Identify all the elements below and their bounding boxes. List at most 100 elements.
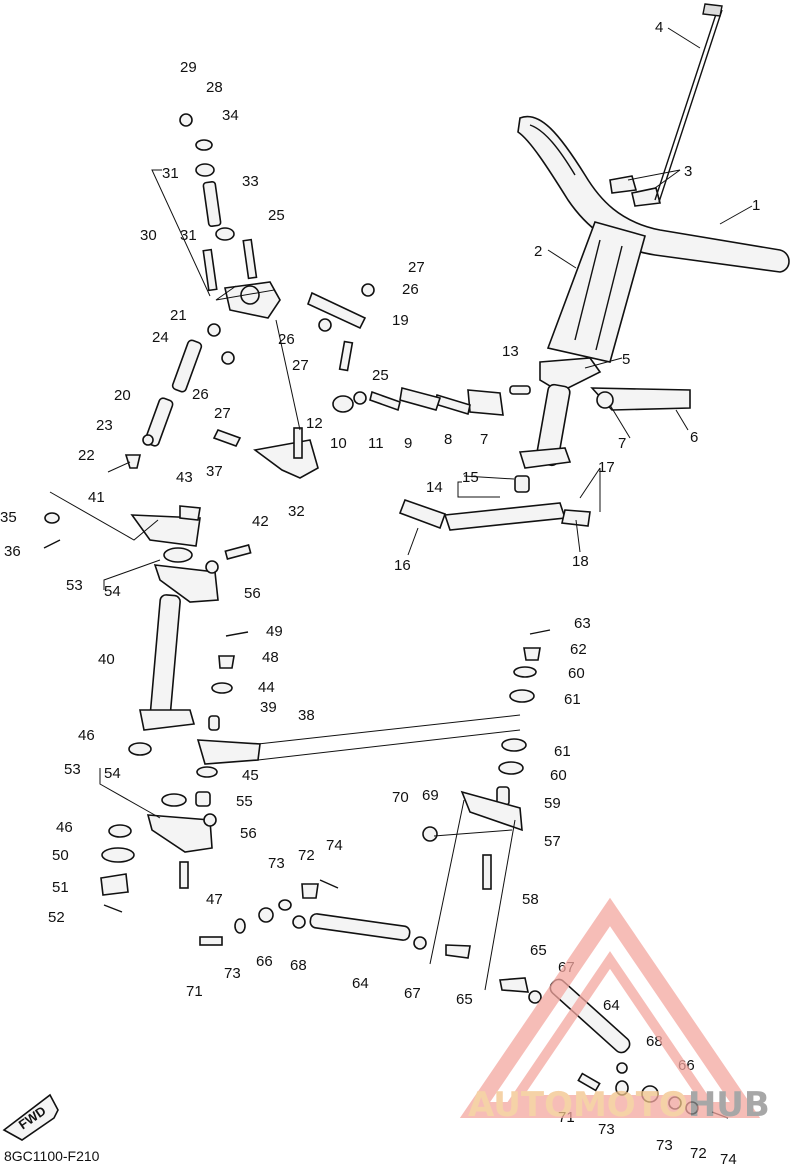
callout-30: 30 bbox=[140, 227, 157, 244]
callout-44: 44 bbox=[258, 679, 275, 696]
callout-8: 8 bbox=[444, 431, 452, 448]
callout-46a: 46 bbox=[78, 727, 95, 744]
callout-5: 5 bbox=[622, 351, 630, 368]
callout-68a: 68 bbox=[290, 957, 307, 974]
callout-2: 2 bbox=[534, 243, 542, 260]
callout-28: 28 bbox=[206, 79, 223, 96]
callout-73a: 73 bbox=[268, 855, 285, 872]
callout-16: 16 bbox=[394, 557, 411, 574]
callout-73d: 73 bbox=[656, 1137, 673, 1154]
callout-38: 38 bbox=[298, 707, 315, 724]
callout-45: 45 bbox=[242, 767, 259, 784]
callout-65b: 65 bbox=[530, 942, 547, 959]
callout-42: 42 bbox=[252, 513, 269, 530]
callout-34: 34 bbox=[222, 107, 239, 124]
callout-60b: 60 bbox=[550, 767, 567, 784]
callout-12: 12 bbox=[306, 415, 323, 432]
long-bolt bbox=[654, 3, 723, 203]
callout-56a: 56 bbox=[244, 585, 261, 602]
callout-13: 13 bbox=[502, 343, 519, 360]
bracket-6 bbox=[590, 387, 691, 411]
callout-56b: 56 bbox=[240, 825, 257, 842]
callout-52: 52 bbox=[48, 909, 65, 926]
callout-61b: 61 bbox=[554, 743, 571, 760]
callout-65a: 65 bbox=[456, 991, 473, 1008]
steering-arm-41 bbox=[130, 505, 252, 603]
holder-7 bbox=[467, 389, 504, 416]
watermark-word-2: HUB bbox=[688, 1085, 770, 1125]
watermark-logo: AUTOMOTOHUB bbox=[459, 897, 770, 1125]
callout-10: 10 bbox=[330, 435, 347, 452]
callout-54a: 54 bbox=[104, 583, 121, 600]
callout-66a: 66 bbox=[256, 953, 273, 970]
callout-36: 36 bbox=[4, 543, 21, 560]
callout-55: 55 bbox=[236, 793, 253, 810]
callout-25b: 25 bbox=[372, 367, 389, 384]
callout-53b: 53 bbox=[64, 761, 81, 778]
diagram-code: 8GC1100-F210 bbox=[4, 1148, 100, 1164]
callout-40: 40 bbox=[98, 651, 115, 668]
callout-51: 51 bbox=[52, 879, 69, 896]
callout-6: 6 bbox=[690, 429, 698, 446]
callout-26a: 26 bbox=[402, 281, 419, 298]
callout-48: 48 bbox=[262, 649, 279, 666]
callout-60a: 60 bbox=[568, 665, 585, 682]
callout-43: 43 bbox=[176, 469, 193, 486]
callout-18: 18 bbox=[572, 553, 589, 570]
callout-73c: 73 bbox=[598, 1121, 615, 1138]
callout-1: 1 bbox=[752, 197, 760, 214]
callout-24: 24 bbox=[152, 329, 169, 346]
steering-column-upper bbox=[518, 357, 602, 469]
callout-62: 62 bbox=[570, 641, 587, 658]
arm-57 bbox=[422, 629, 551, 890]
fwd-arrow-icon: FWD bbox=[2, 1093, 59, 1141]
callout-35: 35 bbox=[0, 509, 17, 526]
handlebar-holder-upper bbox=[609, 175, 662, 207]
callout-20: 20 bbox=[114, 387, 131, 404]
callout-32: 32 bbox=[288, 503, 305, 520]
parts-44-49 bbox=[196, 631, 261, 778]
callout-37: 37 bbox=[206, 463, 223, 480]
callout-31b: 31 bbox=[180, 227, 197, 244]
lower-bracket bbox=[100, 742, 217, 913]
steering-shaft-40 bbox=[139, 594, 196, 731]
callout-63: 63 bbox=[574, 615, 591, 632]
callout-49: 49 bbox=[266, 623, 283, 640]
callout-31a: 31 bbox=[162, 165, 179, 182]
callout-74a: 74 bbox=[326, 837, 343, 854]
callout-72b: 72 bbox=[690, 1145, 707, 1162]
pitman-arm-assembly bbox=[398, 475, 591, 531]
callout-15: 15 bbox=[462, 469, 479, 486]
svg-text:AUTOMOTOHUB: AUTOMOTOHUB bbox=[468, 1085, 770, 1125]
handlebar bbox=[517, 115, 790, 273]
callout-74b: 74 bbox=[720, 1151, 737, 1166]
column-cover bbox=[546, 221, 646, 363]
callout-64a: 64 bbox=[352, 975, 369, 992]
arm-32 bbox=[212, 427, 319, 479]
callout-7b: 7 bbox=[480, 431, 488, 448]
callout-33: 33 bbox=[242, 173, 259, 190]
callout-29: 29 bbox=[180, 59, 197, 76]
tie-rod-left bbox=[199, 879, 471, 959]
callout-41: 41 bbox=[88, 489, 105, 506]
callout-27b: 27 bbox=[292, 357, 309, 374]
callout-46b: 46 bbox=[56, 819, 73, 836]
callout-57: 57 bbox=[544, 833, 561, 850]
callout-72a: 72 bbox=[298, 847, 315, 864]
callout-70: 70 bbox=[392, 789, 409, 806]
leader-lines bbox=[49, 27, 753, 991]
callout-64b: 64 bbox=[603, 997, 620, 1014]
callout-27a: 27 bbox=[408, 259, 425, 276]
callout-54b: 54 bbox=[104, 765, 121, 782]
callout-69: 69 bbox=[422, 787, 439, 804]
callout-26c: 26 bbox=[192, 386, 209, 403]
callout-23: 23 bbox=[96, 417, 113, 434]
link-19 bbox=[306, 283, 375, 372]
callout-3: 3 bbox=[684, 163, 692, 180]
callout-53a: 53 bbox=[66, 577, 83, 594]
callout-11: 11 bbox=[368, 435, 384, 452]
callout-71a: 71 bbox=[186, 983, 203, 1000]
watermark-word-1: AUTOMOTO bbox=[468, 1085, 688, 1125]
callout-58: 58 bbox=[522, 891, 539, 908]
